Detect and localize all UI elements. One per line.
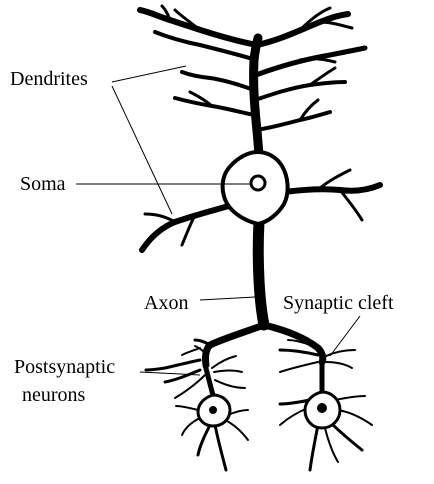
dendrites-pointer-1 [112, 66, 186, 82]
axon-pointer [200, 297, 255, 300]
dendrites-pointer-2 [112, 86, 172, 214]
axon-terminal-right [264, 325, 323, 362]
postsynaptic-neuron-left [146, 346, 248, 470]
axon-label: Axon [144, 292, 188, 314]
synaptic-cleft-label: Synaptic cleft [283, 292, 394, 314]
postsynaptic-label-line1: Postsynaptic [14, 356, 115, 378]
axon-terminal-left [205, 325, 264, 365]
postsynaptic-label-line2: neurons [22, 384, 85, 406]
dendrites-label: Dendrites [10, 68, 88, 90]
soma [223, 152, 288, 224]
pointer-lines [76, 66, 360, 375]
soma-label: Soma [20, 173, 66, 195]
nucleus [251, 176, 265, 190]
axon [258, 222, 264, 325]
